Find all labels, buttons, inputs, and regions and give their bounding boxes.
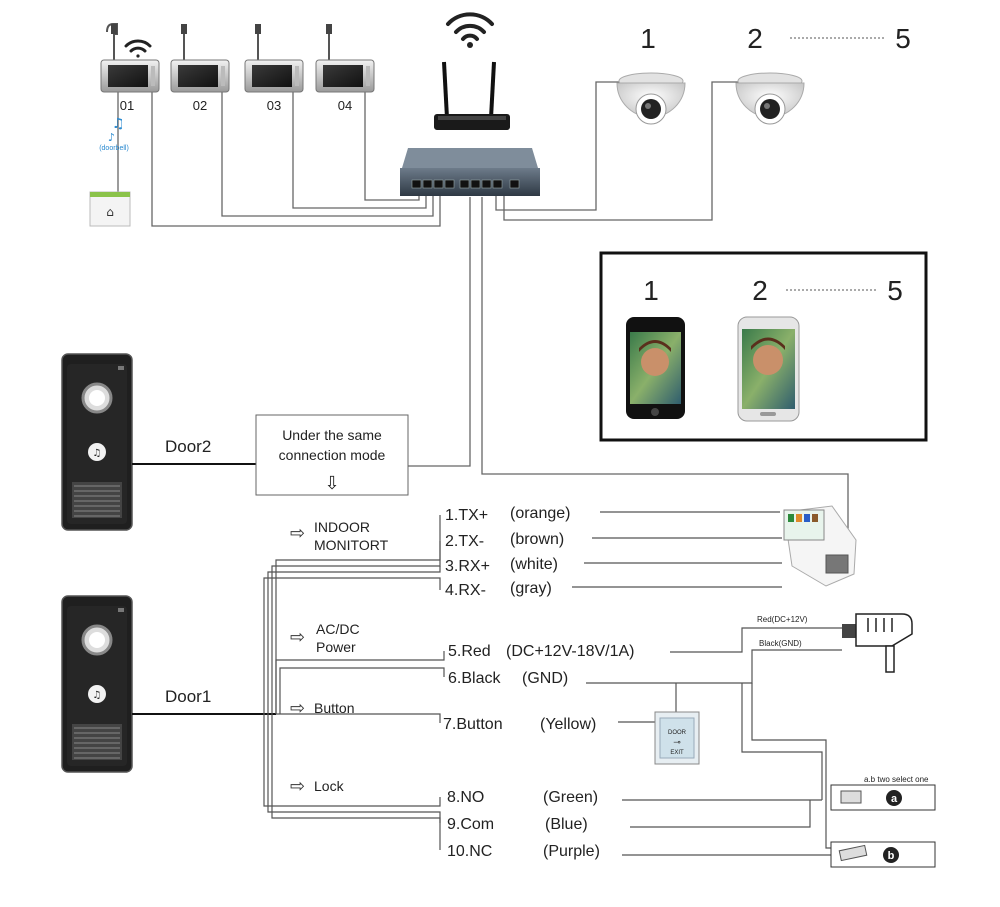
smartphones-panel: 1 2 5: [599, 251, 928, 442]
monitor-04[interactable]: [315, 24, 375, 93]
exit-button-device[interactable]: DOOR ⊸ EXIT: [654, 711, 700, 765]
group-indoor-line1: INDOOR: [314, 519, 370, 535]
right-arrow-icon: ⇨: [290, 776, 305, 797]
wire-8-color: (Green): [543, 789, 598, 806]
wire-6-color: (GND): [522, 670, 568, 687]
wire-group-labels: ⇨ INDOOR MONITORT ⇨ AC/DC Power ⇨ Button…: [290, 519, 389, 797]
monitor-02[interactable]: [170, 24, 230, 93]
music-note-icon: ♫: [112, 116, 125, 132]
indoor-monitors: 01 02 03 04: [100, 23, 375, 113]
power-red-label: Red(DC+12V): [757, 615, 808, 624]
right-arrow-icon: ⇨: [290, 627, 305, 648]
wire-2-color: (brown): [510, 531, 564, 548]
camera-number-2: 2: [747, 23, 763, 54]
wire-9-num: 9.Com: [447, 816, 494, 833]
wire-7-color: (Yellow): [540, 716, 596, 733]
exit-line2: EXIT: [670, 750, 684, 756]
phone-number-1: 1: [643, 275, 659, 306]
router-wifi-icon: [446, 12, 494, 48]
wire-harness: [263, 515, 445, 850]
door2-label: Door2: [165, 437, 211, 456]
wire-10-num: 10.NC: [447, 843, 492, 860]
monitor-label-03: 03: [267, 98, 281, 113]
right-arrow-icon: ⇨: [290, 698, 305, 719]
network-switch: [400, 148, 540, 196]
wire-6-num: 6.Black: [448, 670, 501, 687]
wire-8-num: 8.NO: [447, 789, 484, 806]
key-icon: ⊸: [673, 738, 681, 748]
ip-cameras: 1 2 5: [616, 23, 911, 125]
option-a-badge: [886, 790, 902, 806]
bell-icon: ♫: [93, 448, 102, 459]
group-acdc-line2: Power: [316, 639, 356, 655]
group-acdc-line1: AC/DC: [316, 621, 360, 637]
wire-labels: 1.TX+ (orange) 2.TX- (brown) 3.RX+ (whit…: [443, 505, 635, 860]
down-arrow-icon: ⇩: [324, 473, 339, 493]
wire-leads: [572, 511, 842, 856]
group-lock: Lock: [314, 778, 345, 794]
monitor-label-02: 02: [193, 98, 207, 113]
monitor-03[interactable]: [244, 24, 304, 93]
note-line-2: connection mode: [279, 447, 386, 463]
exit-line1: DOOR: [668, 730, 687, 736]
wifi-router: [434, 12, 510, 130]
door-station-1[interactable]: ♫: [61, 595, 133, 773]
wire-1-color: (orange): [510, 505, 570, 522]
wire-4-num: 4.RX-: [445, 582, 486, 599]
lock-select-title: a.b two select one: [864, 775, 929, 784]
wifi-icon: [124, 39, 152, 58]
monitor-01[interactable]: [100, 23, 160, 93]
camera-number-1: 1: [640, 23, 656, 54]
option-b-letter: b: [888, 850, 895, 862]
group-button: Button: [314, 700, 354, 716]
bell-icon: ♫: [93, 690, 102, 701]
wire-3-num: 3.RX+: [445, 558, 490, 575]
connection-note: Under the same connection mode ⇩: [255, 414, 409, 496]
door1-label: Door1: [165, 687, 211, 706]
power-adapter: Red(DC+12V) Black(GND): [757, 613, 913, 673]
group-indoor-line2: MONITORT: [314, 537, 389, 553]
wire-4-color: (gray): [510, 580, 552, 597]
camera-number-5: 5: [895, 23, 911, 54]
wire-2-num: 2.TX-: [445, 533, 484, 550]
lock-options: a.b two select one a b: [830, 775, 936, 868]
wire-1-num: 1.TX+: [445, 507, 488, 524]
wire-10-color: (Purple): [543, 843, 600, 860]
doorbell-label: (doorbell): [99, 145, 129, 152]
wire-3-color: (white): [510, 556, 558, 573]
option-a-letter: a: [891, 793, 898, 805]
camera-1[interactable]: [616, 72, 686, 125]
phone-1[interactable]: [626, 317, 685, 419]
music-note-icon: ♪: [108, 131, 115, 144]
power-black-label: Black(GND): [759, 639, 802, 648]
option-b-badge: [883, 847, 899, 863]
camera-2[interactable]: [735, 72, 805, 125]
wire-7-num: 7.Button: [443, 716, 503, 733]
wire-5-num: 5.Red: [448, 643, 491, 660]
phone-number-2: 2: [752, 275, 768, 306]
monitor-label-04: 04: [338, 98, 352, 113]
phone-number-5: 5: [887, 275, 903, 306]
wire-9-color: (Blue): [545, 816, 588, 833]
monitor-label-01: 01: [120, 98, 134, 113]
rj45-connector: [783, 505, 857, 587]
bell-icon: ⌂: [106, 205, 114, 219]
doorbell-chime: ♫ ♪ (doorbell) ⌂: [89, 116, 131, 227]
right-arrow-icon: ⇨: [290, 523, 305, 544]
wire-5-color: (DC+12V-18V/1A): [506, 643, 635, 660]
note-line-1: Under the same: [282, 427, 382, 443]
phone-2[interactable]: [737, 316, 800, 422]
door-station-2[interactable]: ♫: [61, 353, 133, 531]
